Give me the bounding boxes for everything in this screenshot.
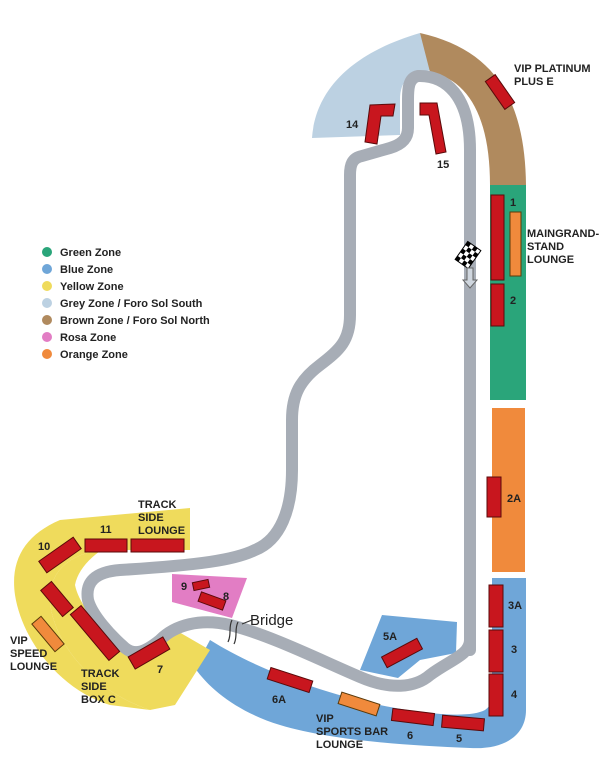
- legend-swatch: [42, 247, 52, 257]
- legend-swatch: [42, 332, 52, 342]
- stand-4[interactable]: [488, 673, 504, 717]
- legend-item-label: Brown Zone / Foro Sol North: [60, 315, 210, 327]
- stand-14[interactable]: [364, 103, 396, 145]
- stand-11[interactable]: [84, 538, 128, 553]
- stand-label-5: 5: [456, 733, 462, 745]
- stand-6a[interactable]: [266, 666, 314, 694]
- stand-label-8: 8: [223, 591, 229, 603]
- stand-vip-platinum[interactable]: [484, 73, 516, 111]
- stand-yellow-a[interactable]: [40, 580, 74, 618]
- label-maingrandstand-lounge: MAINGRAND- STAND LOUNGE: [527, 228, 602, 266]
- checkered-flag-icon: [454, 240, 482, 270]
- stand-2[interactable]: [490, 283, 505, 327]
- stand-label-2a: 2A: [507, 493, 521, 505]
- stand-9[interactable]: [191, 578, 211, 592]
- label-vip-sports-bar-lounge: VIP SPORTS BAR LOUNGE: [316, 713, 391, 751]
- stand-vip-sports-bar[interactable]: [337, 691, 381, 717]
- label-vip-speed-lounge: VIP SPEED LOUNGE: [10, 635, 57, 673]
- stand-label-11: 11: [100, 524, 112, 536]
- stand-3[interactable]: [488, 629, 504, 673]
- legend-item-label: Orange Zone: [60, 349, 128, 361]
- grey-zone[interactable]: [312, 33, 432, 138]
- legend-item-label: Yellow Zone: [60, 281, 124, 293]
- yellow-zone[interactable]: [50, 508, 210, 710]
- race-track: [81, 70, 476, 692]
- stand-label-3a: 3A: [508, 600, 522, 612]
- stand-15[interactable]: [419, 102, 447, 155]
- stand-label-6a: 6A: [272, 694, 286, 706]
- label-vip-platinum: VIP PLATINUM PLUS E: [514, 63, 594, 88]
- stand-label-2: 2: [510, 295, 516, 307]
- brown-zone[interactable]: [420, 33, 526, 185]
- stand-label-6: 6: [407, 730, 413, 742]
- bridge-label: Bridge: [250, 612, 293, 629]
- stand-5a[interactable]: [380, 637, 424, 669]
- stand-10[interactable]: [38, 536, 82, 574]
- stand-6[interactable]: [390, 707, 436, 727]
- legend-swatch: [42, 264, 52, 274]
- stand-3a[interactable]: [488, 584, 504, 628]
- legend-swatch: [42, 298, 52, 308]
- legend-swatch: [42, 315, 52, 325]
- stand-label-3: 3: [511, 644, 517, 656]
- label-track-side-lounge: TRACK SIDE LOUNGE: [138, 499, 185, 537]
- legend-item-label: Grey Zone / Foro Sol South: [60, 298, 203, 310]
- stand-label-10: 10: [38, 541, 50, 553]
- legend-swatch: [42, 281, 52, 291]
- stand-label-4: 4: [511, 689, 518, 701]
- legend-swatch: [42, 349, 52, 359]
- blue-zone[interactable]: [195, 578, 526, 749]
- stand-label-14: 14: [346, 119, 359, 131]
- stand-track-side-box-c[interactable]: [69, 604, 121, 662]
- stand-8[interactable]: [197, 591, 227, 611]
- stand-label-7: 7: [157, 664, 163, 676]
- stand-1[interactable]: [490, 194, 505, 281]
- legend-item-label: Blue Zone: [60, 264, 113, 276]
- stand-maingrandstand-lounge[interactable]: [509, 211, 522, 277]
- label-track-side-box-c: TRACK SIDE BOX C: [81, 668, 123, 706]
- stand-label-1: 1: [510, 197, 516, 209]
- stand-label-15: 15: [437, 159, 449, 171]
- stand-vip-speed-lounge[interactable]: [31, 615, 65, 653]
- direction-arrow-icon: [461, 267, 479, 289]
- stand-2a[interactable]: [486, 476, 502, 518]
- stand-track-side-lounge[interactable]: [130, 538, 185, 553]
- bridge-icon: [227, 619, 253, 645]
- stand-label-5a: 5A: [383, 631, 397, 643]
- stand-5[interactable]: [441, 714, 485, 732]
- legend-item-label: Rosa Zone: [60, 332, 116, 344]
- legend-item-label: Green Zone: [60, 247, 121, 259]
- stand-label-9: 9: [181, 581, 187, 593]
- stand-7[interactable]: [127, 636, 171, 670]
